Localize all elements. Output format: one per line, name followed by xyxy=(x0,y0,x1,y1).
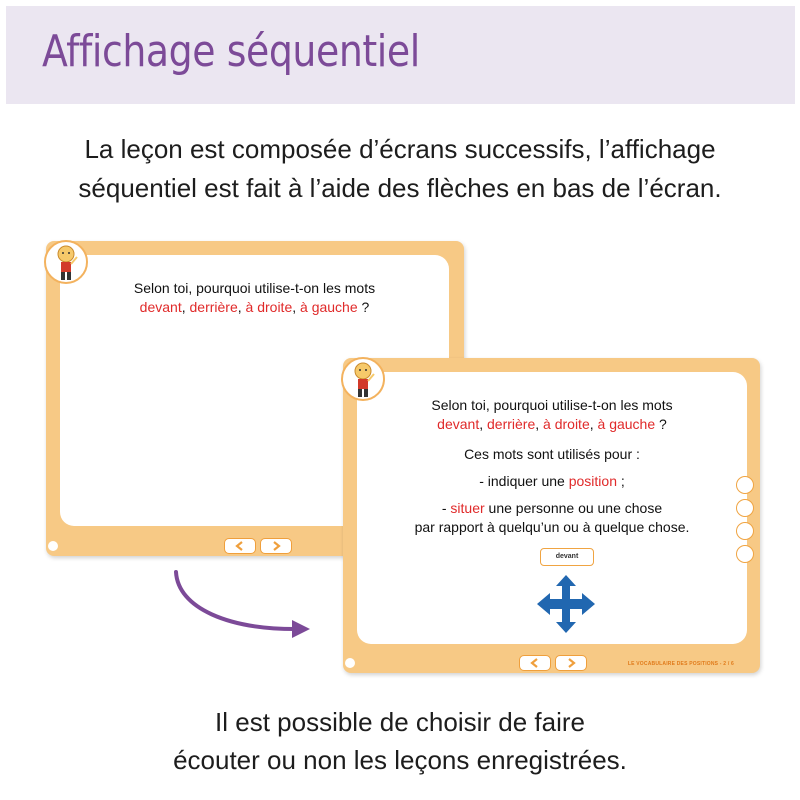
corner-icon[interactable] xyxy=(48,541,58,551)
keyword-devant: devant xyxy=(437,416,480,432)
intro-text: La leçon est composée d’écrans successif… xyxy=(0,130,800,208)
keyword-a-droite: à droite xyxy=(245,299,293,315)
question-line-1: Selon toi, pourquoi utilise-t-on les mot… xyxy=(133,280,376,296)
mascot-icon[interactable] xyxy=(44,240,88,284)
keyword-a-droite: à droite xyxy=(543,416,590,432)
bullet-2-prefix: - xyxy=(441,500,451,516)
outro-text: Il est possible de choisir de faire écou… xyxy=(0,703,800,779)
lesson-screen-2-content: Selon toi, pourquoi utilise-t-on les mot… xyxy=(357,372,747,644)
character-thumb-1[interactable] xyxy=(736,476,754,494)
mascot-icon[interactable] xyxy=(341,357,385,401)
character-thumb-3[interactable] xyxy=(736,522,754,540)
intro-line-2: séquentiel est fait à l’aide des flèches… xyxy=(78,173,722,203)
character-thumb-4[interactable] xyxy=(736,545,754,563)
question-mark: ? xyxy=(357,299,370,315)
character-thumb-2[interactable] xyxy=(736,499,754,517)
question: Selon toi, pourquoi utilise-t-on les mot… xyxy=(357,396,747,434)
next-arrow-button[interactable] xyxy=(555,655,587,671)
chevron-right-icon xyxy=(273,541,281,551)
chevron-left-icon xyxy=(235,541,243,551)
character-thumbnails xyxy=(736,476,754,563)
bullet-1-suffix: ; xyxy=(617,473,625,489)
question-line-2: devant, derrière, à droite, à gauche ? xyxy=(437,416,667,432)
page-title: Affichage séquentiel xyxy=(42,26,420,77)
bullet-2-rest: une personne ou une chose xyxy=(484,500,663,516)
answer-bullet-1: - indiquer une position ; xyxy=(357,472,747,491)
chevron-right-icon xyxy=(568,658,576,668)
answer-bullet-2: - situer une personne ou une chose par r… xyxy=(357,499,747,537)
answer-intro: Ces mots sont utilisés pour : xyxy=(464,446,640,462)
navigation-arrows xyxy=(519,655,587,671)
question-mark: ? xyxy=(655,416,667,432)
keyword-derriere: derrière xyxy=(487,416,536,432)
question: Selon toi, pourquoi utilise-t-on les mot… xyxy=(60,279,449,317)
keyword-derriere: derrière xyxy=(189,299,238,315)
transition-arrow-icon xyxy=(174,570,310,638)
keyword-a-gauche: à gauche xyxy=(597,416,656,432)
keyword-position: position xyxy=(568,473,617,489)
lesson-screen-2: Selon toi, pourquoi utilise-t-on les mot… xyxy=(341,357,760,673)
navigation-arrows xyxy=(224,538,292,554)
bullet-2-line-2: par rapport à quelqu’un ou à quelque cho… xyxy=(414,519,690,535)
keyword-situer: situer xyxy=(450,500,485,516)
corner-icon[interactable] xyxy=(345,658,355,668)
keyword-devant: devant xyxy=(139,299,182,315)
previous-arrow-button[interactable] xyxy=(519,655,551,671)
question-line-1: Selon toi, pourquoi utilise-t-on les mot… xyxy=(431,397,673,413)
outro-line-1: Il est possible de choisir de faire xyxy=(215,707,585,737)
previous-arrow-button[interactable] xyxy=(224,538,256,554)
bullet-1-prefix: - indiquer une xyxy=(479,473,569,489)
lesson-footer-label: LE VOCABULAIRE DES POSITIONS - 2 / 6 xyxy=(627,661,734,667)
question-line-2: devant, derrière, à droite, à gauche ? xyxy=(139,299,370,315)
title-band: Affichage séquentiel xyxy=(6,6,795,104)
next-arrow-button[interactable] xyxy=(260,538,292,554)
intro-line-1: La leçon est composée d’écrans successif… xyxy=(84,134,716,164)
word-devant-button[interactable]: devant xyxy=(540,548,594,566)
keyword-a-gauche: à gauche xyxy=(300,299,358,315)
chevron-left-icon xyxy=(530,658,538,668)
bullet-2-line-1: - situer une personne ou une chose xyxy=(357,499,747,518)
outro-line-2: écouter ou non les leçons enregistrées. xyxy=(173,745,627,775)
direction-cross-icon xyxy=(537,575,595,633)
